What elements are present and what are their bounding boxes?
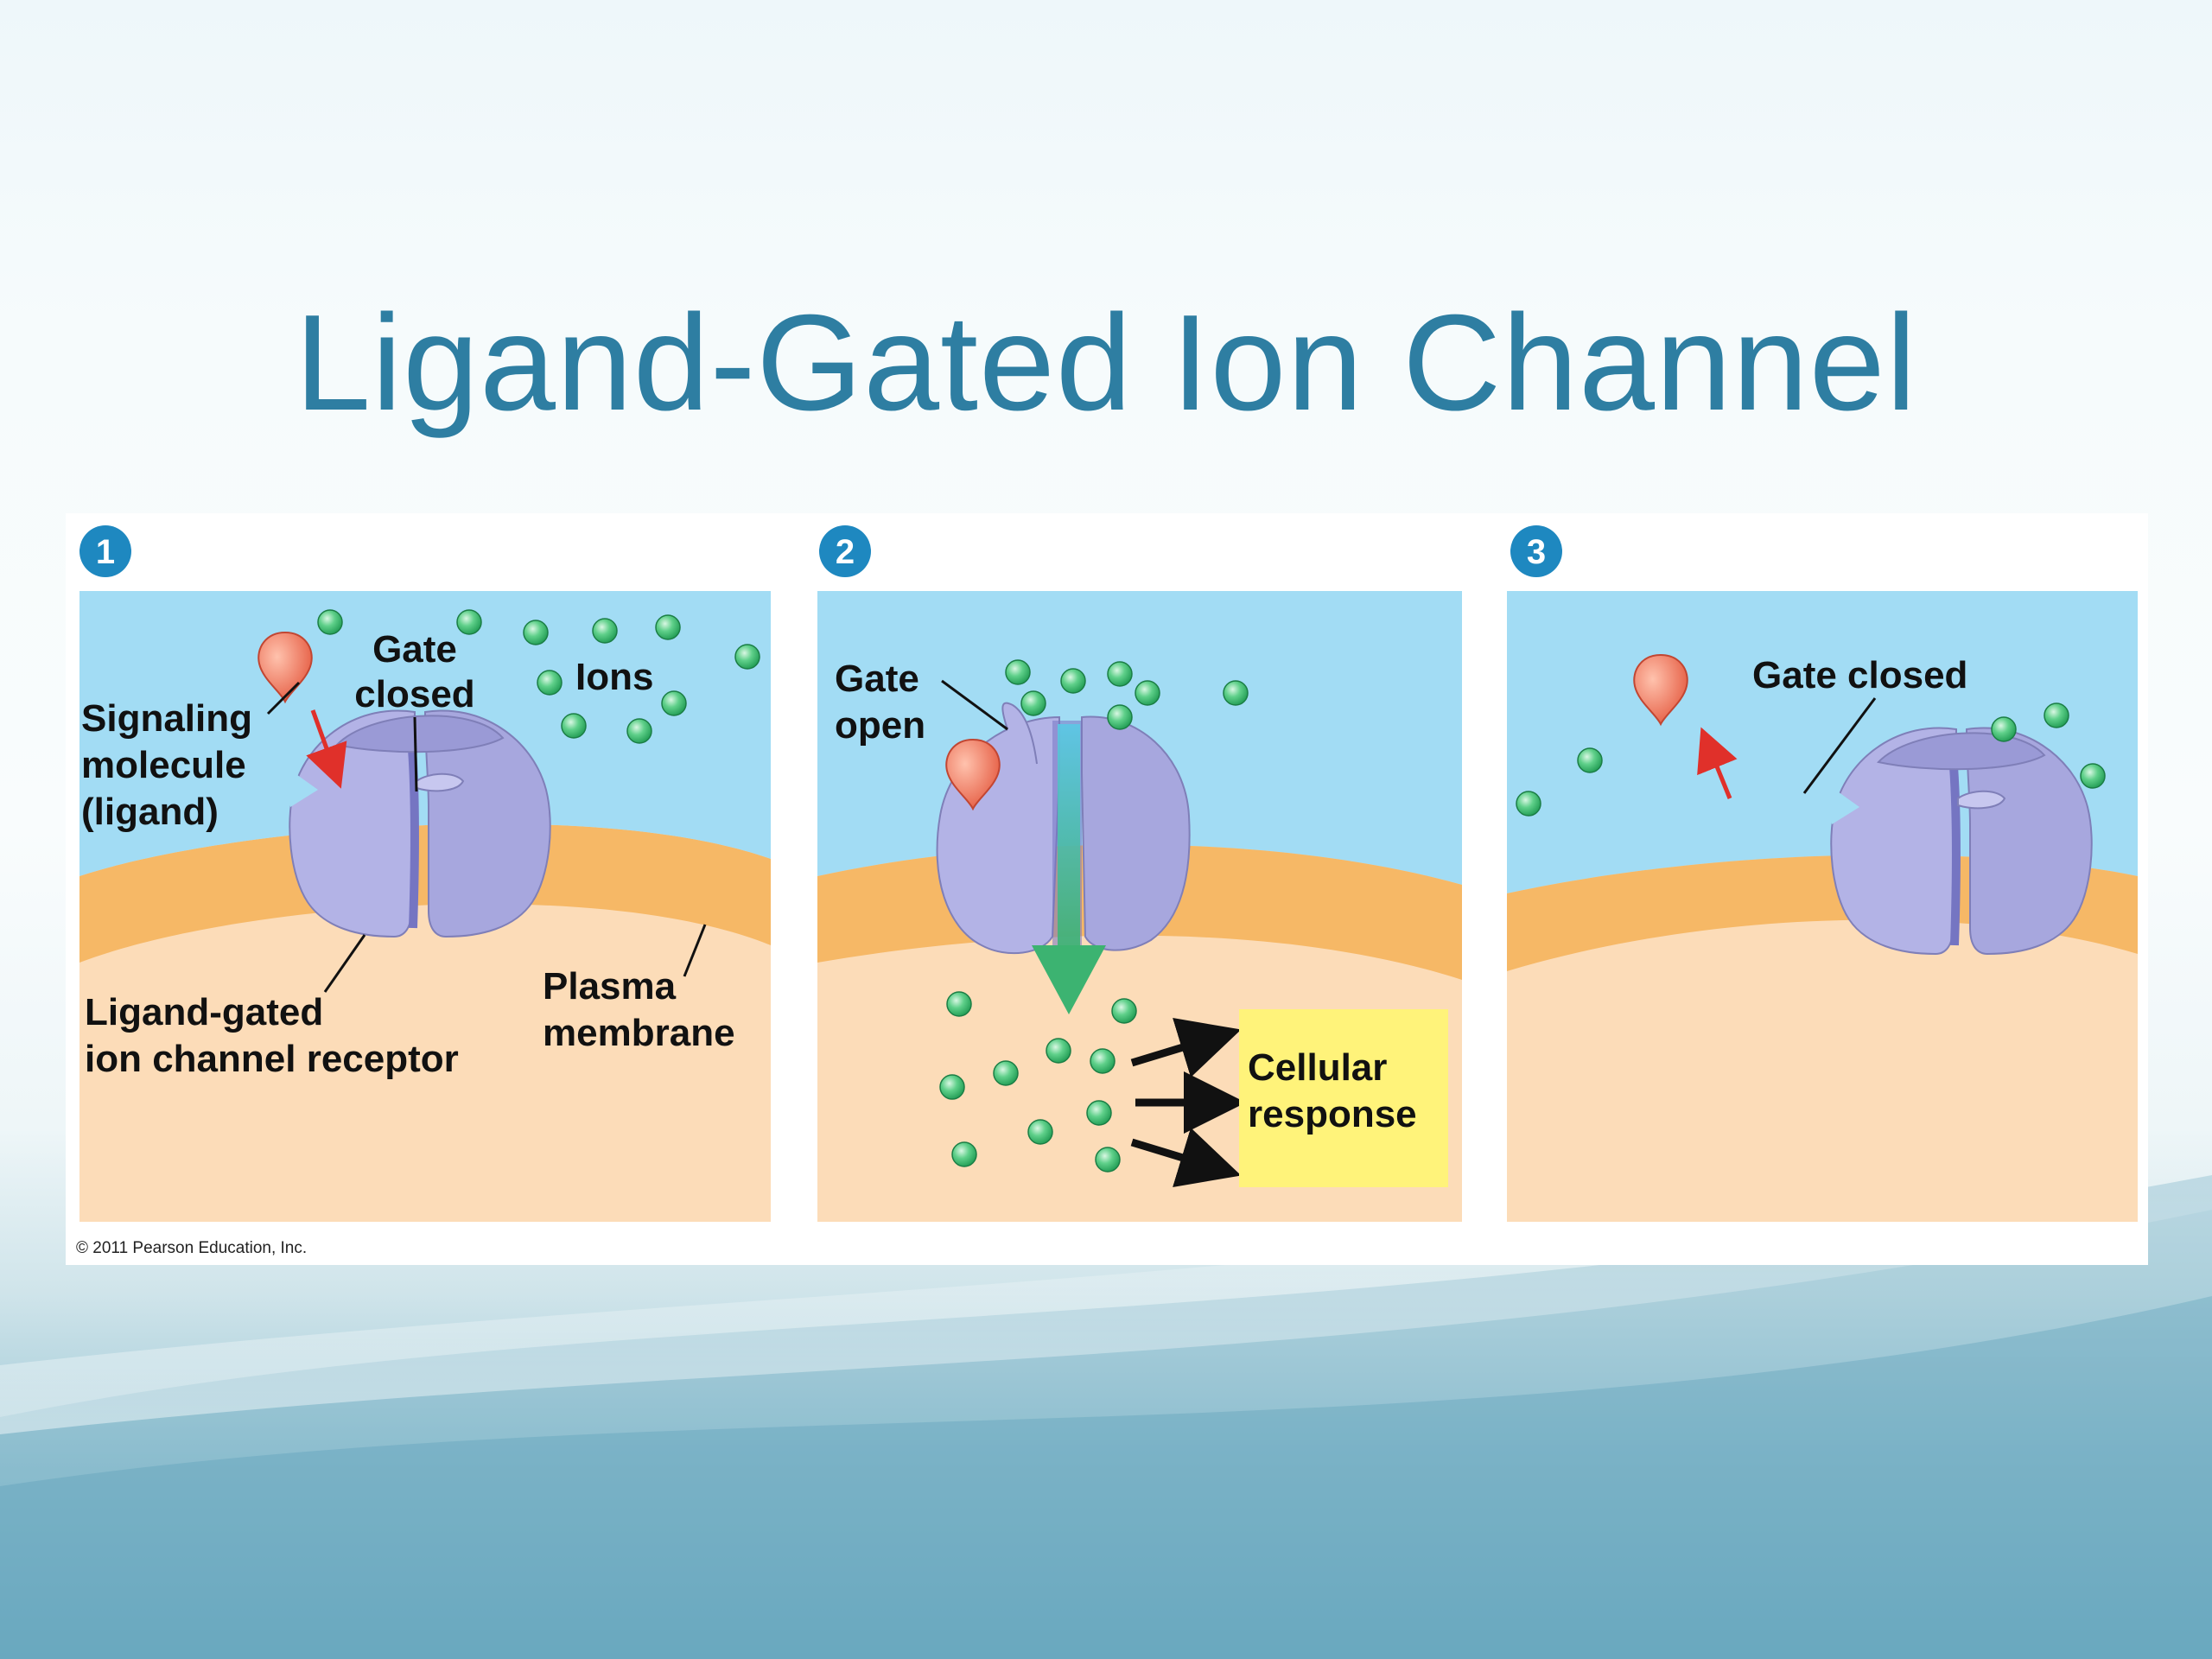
slide-title: Ligand-Gated Ion Channel: [295, 287, 1917, 439]
plasma-membrane: [79, 823, 771, 963]
ions-label: Ions: [575, 656, 653, 698]
step-number-1: 1: [96, 533, 115, 571]
membrane-leader-line: [683, 924, 707, 977]
panel-1: 1 Gate closed Ions Signaling molecule (l…: [76, 525, 771, 1257]
ion-channel-diagram: 1 Gate closed Ions Signaling molecule (l…: [76, 525, 2138, 1257]
panel-3: 3 Gate closed: [1507, 525, 2138, 1222]
release-arrow: [1697, 727, 1738, 799]
copyright-notice: © 2011 Pearson Education, Inc.: [76, 1239, 307, 1257]
receptor-leader-line: [323, 934, 366, 993]
receptor-label-line2: ion channel receptor: [85, 1038, 459, 1080]
step-number-3: 3: [1527, 533, 1546, 571]
ion-flow-arrow-shaft: [1058, 724, 1080, 949]
step-number-2: 2: [836, 533, 855, 571]
gate-closed-leader-line: [1802, 697, 1877, 794]
response-arrows: [1130, 1018, 1246, 1187]
membrane-label-line1: Plasma: [543, 965, 677, 1007]
ligand-label-line1: Signaling: [81, 697, 252, 740]
step-badge-3: [1510, 525, 1562, 577]
response-label-line2: response: [1248, 1093, 1417, 1135]
step-badge-2: [819, 525, 871, 577]
ligand-label-line2: molecule: [81, 744, 246, 786]
gate-open-leader-line: [941, 679, 1008, 731]
gate-open-line2: open: [835, 704, 925, 747]
receptor-label-line1: Ligand-gated: [85, 991, 323, 1033]
gate-label-line1: Gate: [372, 628, 457, 671]
membrane-label-line2: membrane: [543, 1012, 735, 1054]
panel-2: Cellular response 2 Gate open: [817, 525, 1462, 1222]
cellular-response-box: [1239, 1009, 1448, 1187]
ion-channel-figure: 1 Gate closed Ions Signaling molecule (l…: [66, 513, 2148, 1265]
ion-channel-reclosed: [1823, 728, 2092, 954]
ligand-leader-line: [266, 681, 301, 715]
gate-closed-label: Gate closed: [1752, 654, 1967, 696]
step-badge-1: [79, 525, 131, 577]
gate-open-line1: Gate: [835, 658, 919, 700]
response-label-line1: Cellular: [1248, 1046, 1387, 1089]
ligand-label-line3: (ligand): [81, 791, 219, 833]
gate-leader-line: [413, 716, 418, 792]
ion-flow-arrowhead: [1032, 945, 1106, 1014]
binding-arrow: [306, 709, 347, 789]
gate-label-line2: closed: [354, 673, 474, 715]
